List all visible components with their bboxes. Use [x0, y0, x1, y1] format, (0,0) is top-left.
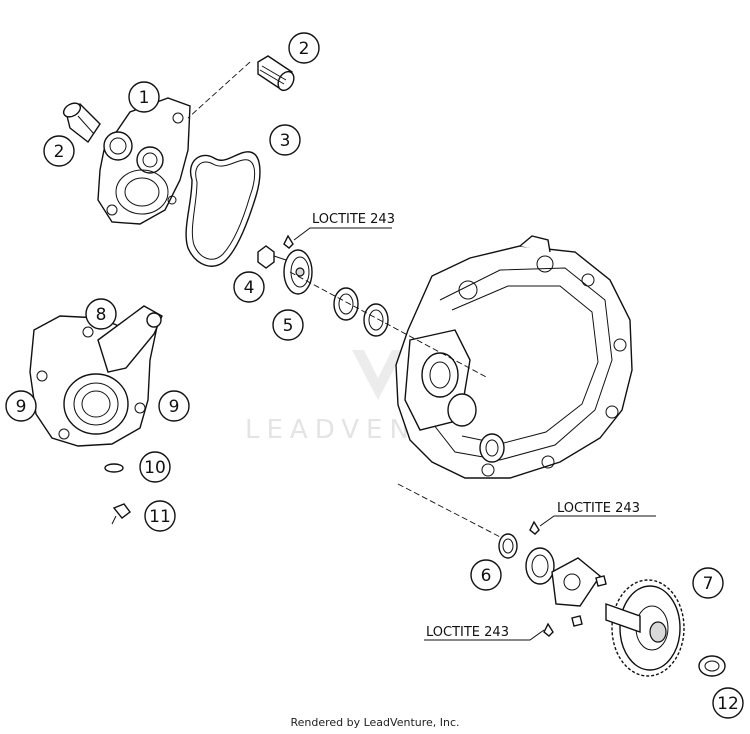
- callout-9-left: 9: [5, 390, 37, 422]
- callout-4: 4: [233, 271, 265, 303]
- washer-part-10: [104, 463, 124, 473]
- pump-cover: [29, 305, 163, 447]
- callout-1: 1: [128, 81, 160, 113]
- svg-text:5: 5: [283, 316, 294, 336]
- pump-housing: [97, 97, 191, 225]
- hose-fitting-left: [62, 102, 101, 144]
- screw-part-4: [257, 245, 287, 269]
- svg-text:4: 4: [244, 278, 255, 298]
- watermark-logo-icon: [352, 350, 404, 400]
- loctite-note-1: LOCTITE 243: [312, 212, 395, 227]
- callout-10: 10: [139, 451, 171, 483]
- callout-7: 7: [692, 567, 724, 599]
- svg-text:2: 2: [54, 142, 65, 162]
- drain-screw-part-11: [111, 503, 131, 525]
- o-ring: [185, 151, 261, 267]
- svg-text:8: 8: [96, 305, 107, 325]
- svg-text:7: 7: [703, 574, 714, 594]
- loctite-drop-1-icon: [283, 234, 294, 249]
- loctite-note-2: LOCTITE 243: [557, 501, 640, 516]
- impeller: [283, 249, 313, 295]
- footer-credit: Rendered by LeadVenture, Inc.: [290, 716, 459, 729]
- svg-text:1: 1: [139, 88, 150, 108]
- callout-12: 12: [712, 687, 744, 719]
- svg-text:3: 3: [280, 131, 291, 151]
- bearing-plate: [551, 557, 607, 627]
- callout-9-right: 9: [158, 390, 190, 422]
- svg-text:11: 11: [149, 507, 171, 527]
- water-pump-gear: [605, 579, 685, 677]
- svg-text:6: 6: [481, 566, 492, 586]
- loctite-leader-3: [424, 629, 545, 641]
- callout-2-top: 2: [288, 32, 320, 64]
- callout-2-left: 2: [43, 135, 75, 167]
- needle-bearing-part-12: [698, 655, 726, 677]
- hose-fitting-top: [257, 55, 295, 92]
- svg-text:9: 9: [169, 397, 180, 417]
- shaft-seal-part-6: [498, 533, 518, 559]
- loctite-drop-2-icon: [529, 520, 540, 535]
- callout-6: 6: [470, 559, 502, 591]
- svg-text:10: 10: [144, 458, 166, 478]
- callout-5: 5: [272, 309, 304, 341]
- bearing: [525, 547, 555, 585]
- leader-lower-shaft: [397, 483, 507, 541]
- loctite-leader-2: [539, 515, 656, 527]
- svg-text:2: 2: [299, 39, 310, 59]
- loctite-drop-3-icon: [543, 622, 554, 637]
- crankcase-cover: [395, 235, 633, 479]
- callout-8: 8: [85, 298, 117, 330]
- leader-fitting: [187, 61, 251, 119]
- callout-3: 3: [269, 124, 301, 156]
- callout-11: 11: [144, 500, 176, 532]
- loctite-leader-1: [293, 227, 392, 241]
- leader-shaft-axis: [289, 271, 489, 379]
- seal-ring-b: [363, 303, 389, 337]
- svg-text:9: 9: [16, 397, 27, 417]
- svg-text:12: 12: [717, 694, 739, 714]
- seal-ring-a: [333, 287, 359, 321]
- loctite-note-3: LOCTITE 243: [426, 625, 509, 640]
